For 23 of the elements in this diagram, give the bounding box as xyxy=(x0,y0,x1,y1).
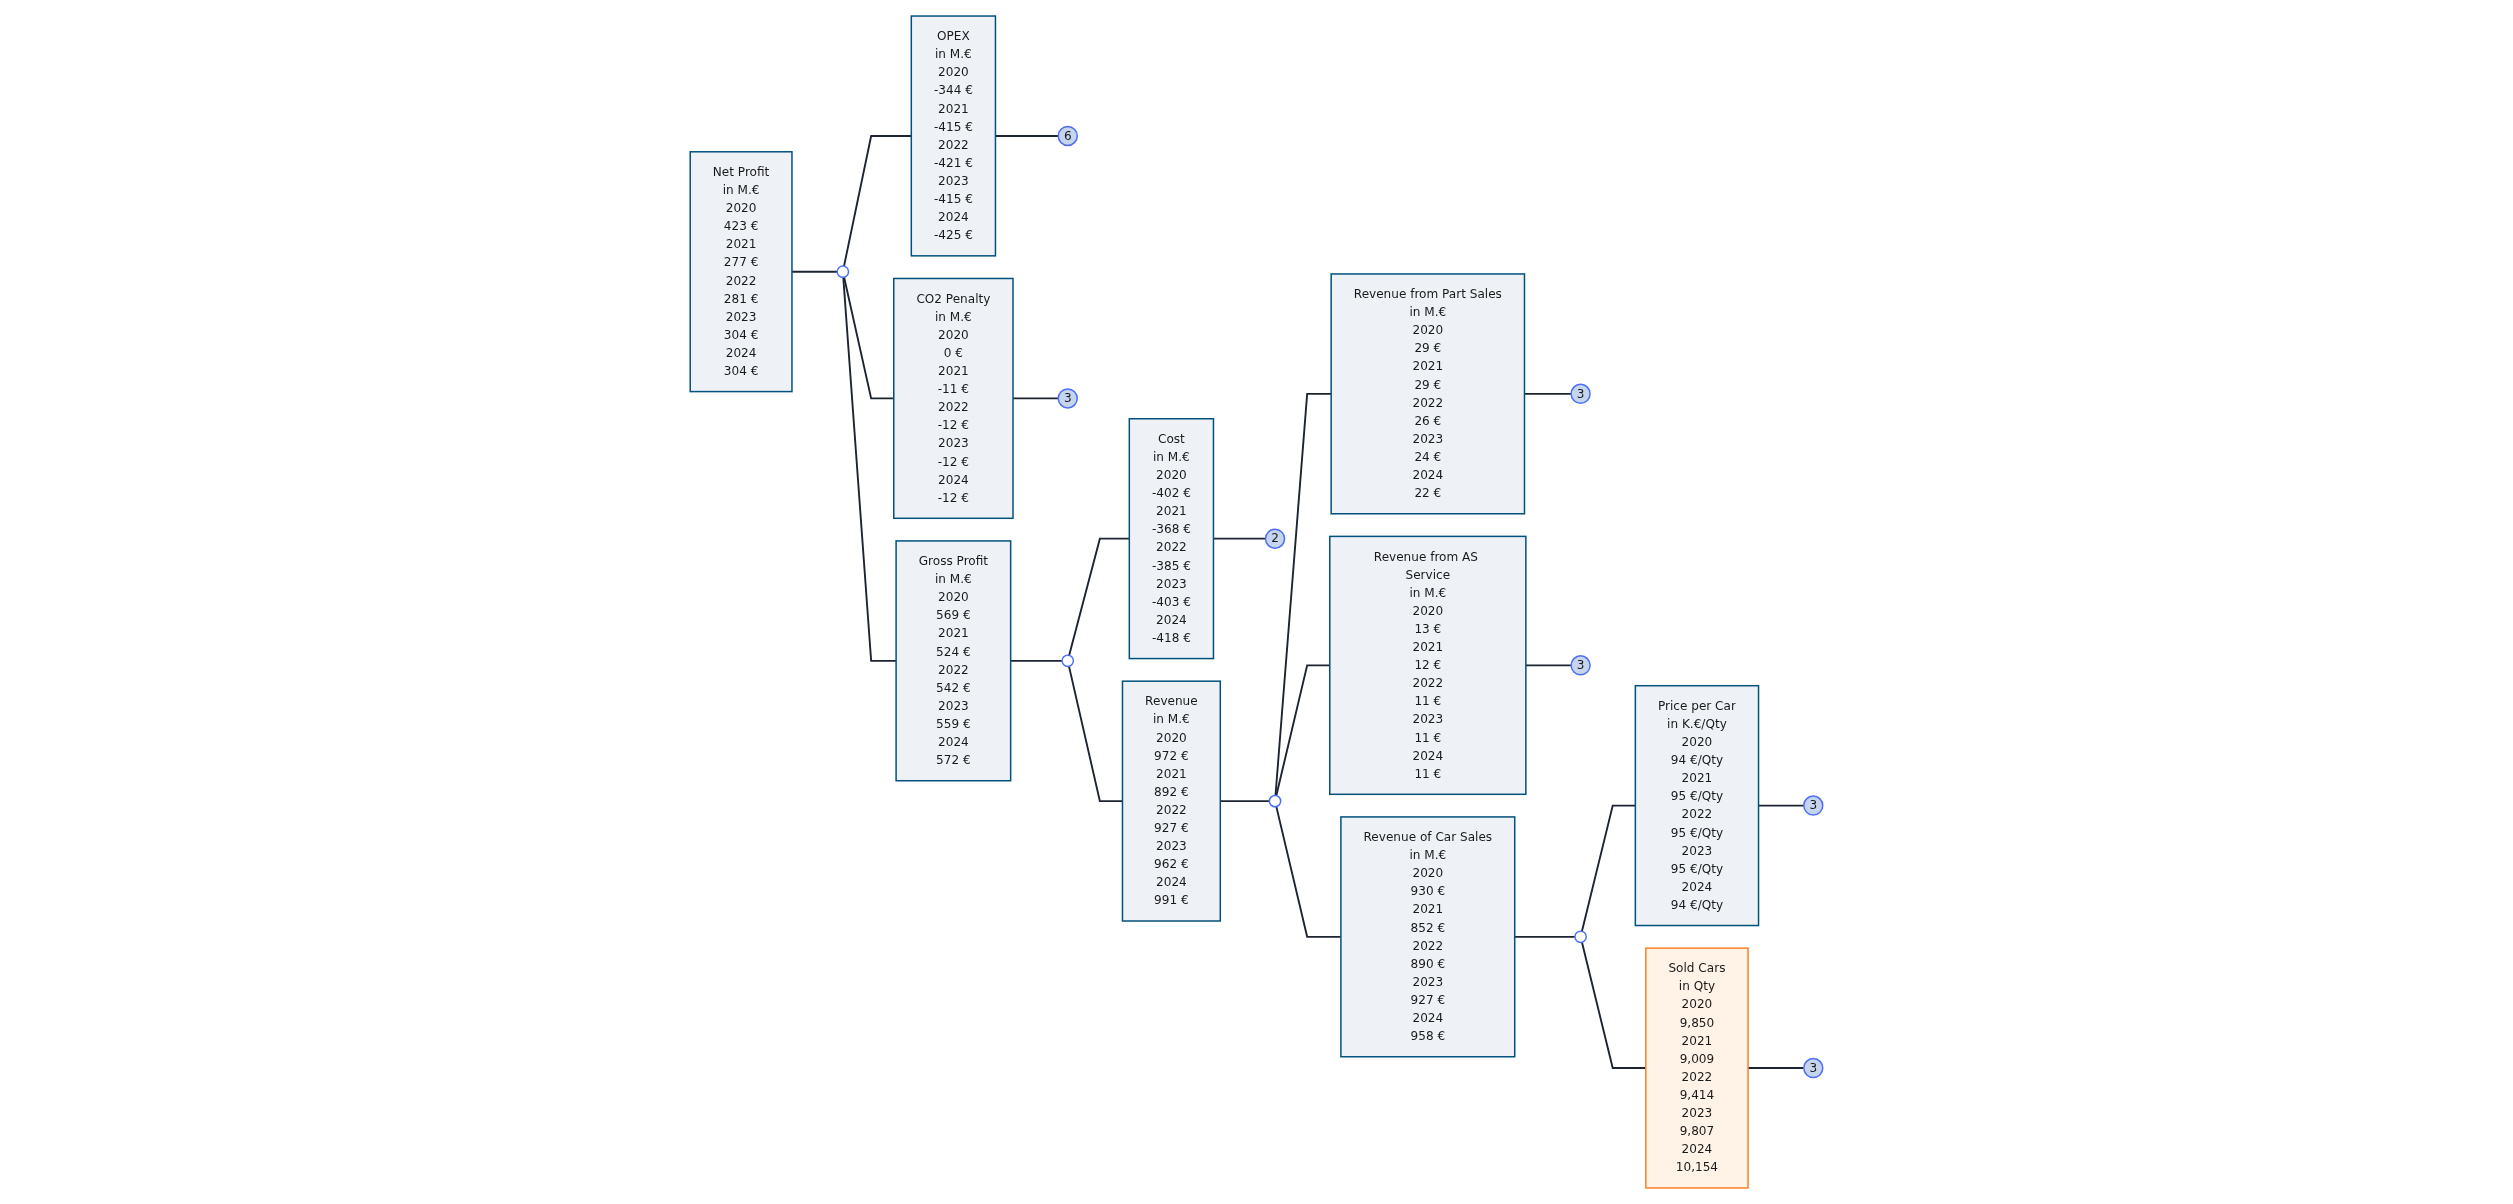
node-circle xyxy=(1574,930,1587,944)
node-box: CO2 Penalty in M.€ 2020 0 € 2021 -11 € 2022 -12 € 2023 -12 € 2024 -12 € xyxy=(893,277,1014,520)
node-circle: 3 xyxy=(1803,795,1824,816)
node-circle: 6 xyxy=(1057,125,1078,147)
node-box: Revenue from Part Sales in M.€ 2020 29 € 2021 29 € 2022 26 € 2023 24 € 2024 22 € xyxy=(1330,273,1526,515)
node-box: Revenue from AS Service in M.€ 2020 13 € 2021 12 € 2022 11 € 2023 11 € 2024 11 € xyxy=(1329,535,1527,796)
node-box: Price per Car in K.€/Qty 2020 94 €/Qty 2021 95 €/Qty 2022 95 €/Qty 2023 95 €/Qty 2024 94 €/Qty xyxy=(1634,684,1760,927)
node-circle: 3 xyxy=(1570,383,1591,405)
node-box: Revenue of Car Sales in M.€ 2020 930 € 2021 852 € 2022 890 € 2023 927 € 2024 958 € xyxy=(1340,816,1516,1058)
node-box: Net Profit in M.€ 2020 423 € 2021 277 € 2022 281 € 2023 304 € 2024 304 € xyxy=(689,151,793,393)
connector xyxy=(791,270,839,273)
node-circle xyxy=(836,265,850,279)
node-circle: 2 xyxy=(1264,528,1286,549)
node-circle xyxy=(1268,794,1282,808)
node-circle: 3 xyxy=(1057,388,1078,409)
node-box: Sold Cars in Qty 2020 9,850 2021 9,009 2022 9,414 2023 9,807 2024 10,154 xyxy=(1645,947,1749,1189)
node-box: Gross Profit in M.€ 2020 569 € 2021 524 € 2022 542 € 2023 559 € 2024 572 € xyxy=(895,540,1012,782)
node-circle xyxy=(1061,654,1075,668)
node-box: Revenue in M.€ 2020 972 € 2021 892 € 2022 927 € 2023 962 € 2024 991 € xyxy=(1121,680,1222,922)
node-circle: 3 xyxy=(1570,655,1591,676)
node-circle: 3 xyxy=(1803,1057,1824,1079)
node-box: OPEX in M.€ 2020 -344 € 2021 -415 € 2022 -421 € 2023 -415 € 2024 -425 € xyxy=(910,15,997,257)
node-box: Cost in M.€ 2020 -402 € 2021 -368 € 2022 -385 € 2023 -403 € 2024 -418 € xyxy=(1128,418,1215,660)
